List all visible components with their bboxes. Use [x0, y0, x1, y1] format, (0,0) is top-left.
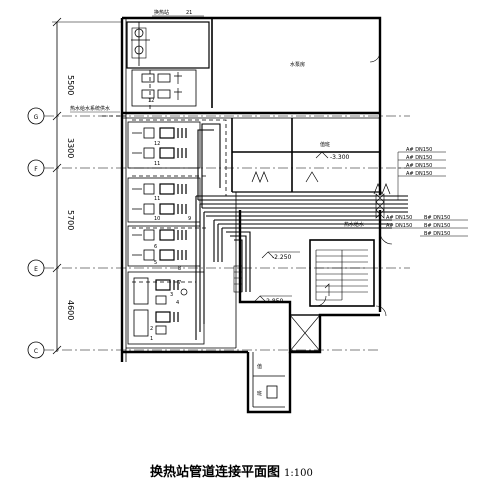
svg-text:8: 8 — [178, 266, 181, 272]
pipe-label: A# DN150 — [386, 223, 412, 229]
pump-group-upper: 12 — [131, 69, 197, 107]
svg-text:12: 12 — [148, 98, 154, 104]
room-label-annex: 值 — [257, 363, 262, 370]
svg-text:9: 9 — [188, 216, 191, 222]
svg-text:G: G — [34, 114, 39, 121]
grid-axes: G F E C — [27, 107, 410, 359]
svg-text:21: 21 — [186, 10, 192, 16]
svg-text:10: 10 — [154, 216, 160, 222]
svg-text:-2.850: -2.850 — [264, 298, 284, 305]
dimension-chain: 5500 3300 5700 4600 — [52, 17, 122, 355]
building-walls — [120, 16, 393, 414]
drawing-title-text: 换热站管道连接平面图 — [150, 465, 281, 480]
svg-text:-3.300: -3.300 — [330, 154, 350, 161]
axis-bubble-f: F — [27, 159, 45, 177]
svg-text:E: E — [34, 266, 38, 273]
svg-text:12: 12 — [154, 141, 160, 147]
room-label-duty: 值班 — [320, 141, 330, 148]
svg-text:F: F — [34, 166, 38, 173]
dimension-label: 5500 — [66, 75, 75, 95]
pipe-label: A# DN150 — [386, 215, 412, 221]
pump-group-1: 12 11 — [127, 121, 201, 169]
axis-bubble-e: E — [27, 259, 45, 277]
svg-text:7: 7 — [178, 280, 181, 286]
pipe-label: A# DN150 — [406, 163, 432, 169]
svg-text:3: 3 — [170, 292, 173, 298]
room-label-pump-room: 水泵房 — [290, 61, 305, 68]
elevation-markers: -3.300 -2.250 -2.850 — [253, 151, 352, 305]
pipe-label: B# DN150 — [424, 215, 450, 221]
pipe-label: A# DN150 — [406, 155, 432, 161]
top-unit: 21 换热站 — [131, 9, 204, 66]
drawing-scale: 1:100 — [284, 468, 313, 479]
svg-text:4: 4 — [176, 300, 179, 306]
corridor-fittings — [233, 265, 243, 293]
dimension-label: 5700 — [66, 210, 75, 230]
svg-text:2: 2 — [150, 326, 153, 332]
pump-group-2: 11 10 9 — [127, 177, 201, 223]
pipe-labels-right: A# DN150 A# DN150 A# DN150 A# DN150 A# D… — [384, 147, 468, 237]
svg-text:C: C — [34, 348, 38, 355]
dimension-label: 4600 — [66, 300, 75, 320]
dimension-label: 3300 — [66, 138, 75, 158]
svg-text:换热站: 换热站 — [154, 9, 169, 16]
pipe-label: A# DN150 — [406, 171, 432, 177]
svg-text:6: 6 — [154, 244, 157, 250]
svg-text:11: 11 — [154, 196, 160, 202]
hot-water-label: 热水给水 — [344, 221, 364, 228]
axis-bubble-c: C — [27, 341, 45, 359]
svg-text:11: 11 — [154, 161, 160, 167]
room-label-annex-2: 班 — [257, 390, 262, 397]
pipe-label: B# DN150 — [424, 231, 450, 237]
pump-group-3: 6 5 — [127, 225, 201, 267]
svg-text:-2.250: -2.250 — [272, 254, 292, 261]
pipe-label: A# DN150 — [406, 147, 432, 153]
pipe-label: B# DN150 — [424, 223, 450, 229]
pump-group-4: 3 4 2 1 8 7 — [127, 266, 205, 345]
axis-bubble-g: G — [27, 107, 45, 125]
svg-text:5: 5 — [154, 260, 157, 266]
svg-text:1: 1 — [150, 336, 153, 342]
supply-note-label: 热水给水系统供水 — [70, 105, 110, 112]
